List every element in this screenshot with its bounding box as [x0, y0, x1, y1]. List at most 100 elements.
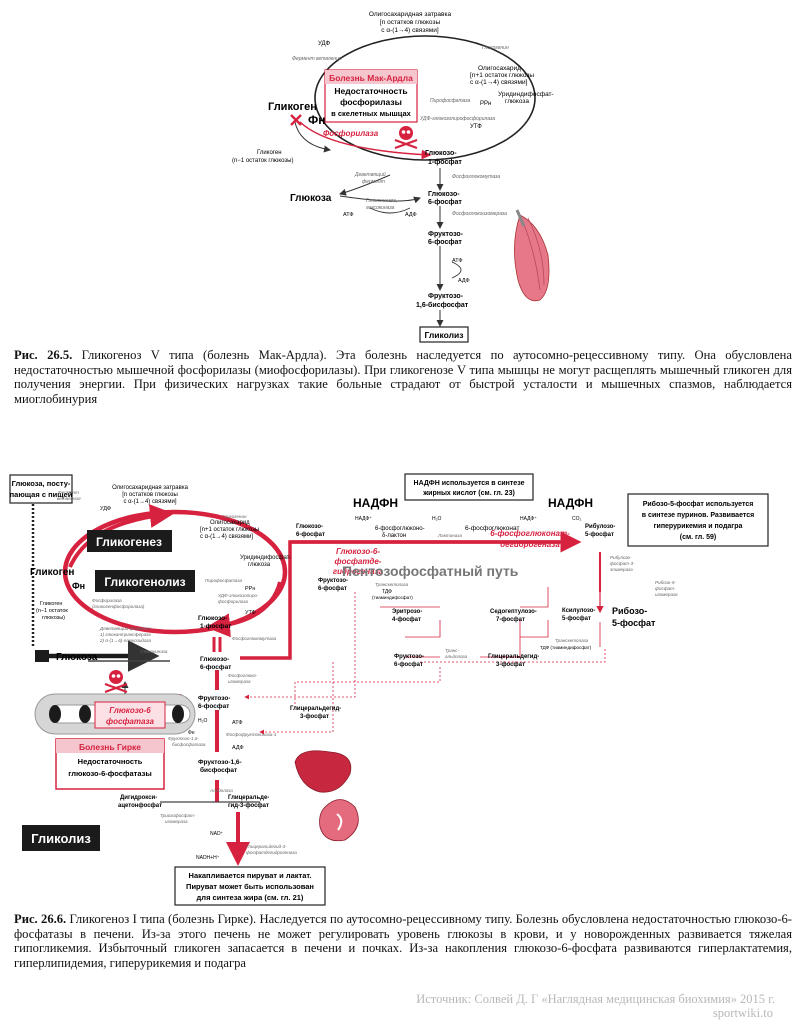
- svg-text:Ксилулозо-: Ксилулозо-: [562, 608, 595, 614]
- svg-text:дегидрогеназа: дегидрогеназа: [500, 540, 560, 549]
- svg-text:УДФ-глюкозопирофосфорилаза: УДФ-глюкозопирофосфорилаза: [420, 116, 495, 122]
- svg-text:жирных кислот (см. гл. 23): жирных кислот (см. гл. 23): [422, 490, 515, 497]
- muscle-illustration: [514, 209, 550, 302]
- svg-text:УДФ: УДФ: [100, 506, 111, 512]
- glycogenolysis-box: [95, 570, 195, 592]
- svg-text:с α-(1→4) связями]: с α-(1→4) связями]: [200, 534, 253, 540]
- svg-text:6-фосфат: 6-фосфат: [428, 239, 462, 246]
- svg-text:Фн: Фн: [72, 581, 85, 591]
- svg-text:Деветвящий: Деветвящий: [354, 171, 386, 178]
- svg-text:Фруктозо-1,6-: Фруктозо-1,6-: [168, 736, 199, 741]
- svg-text:НАДФ⁺: НАДФ⁺: [355, 516, 372, 522]
- svg-text:фосфат-3-: фосфат-3-: [610, 561, 635, 566]
- svg-text:глюкоза: глюкоза: [248, 562, 271, 568]
- svg-text:Глицеральдегид-3-: Глицеральдегид-3-: [246, 844, 287, 849]
- svg-text:PPн: PPн: [245, 586, 255, 592]
- svg-text:Рибозо-5-: Рибозо-5-: [655, 580, 676, 585]
- svg-text:(см. гл. 59): (см. гл. 59): [680, 534, 717, 541]
- svg-text:НАДФ⁺: НАДФ⁺: [520, 516, 537, 522]
- svg-text:Глюкозо-: Глюкозо-: [200, 656, 229, 663]
- svg-text:ветвления: ветвления: [57, 496, 81, 501]
- svg-text:изомераза: изомераза: [655, 592, 678, 597]
- svg-text:Пирофосфатаза: Пирофосфатаза: [205, 578, 242, 583]
- svg-text:Фруктозо-1,6-: Фруктозо-1,6-: [198, 759, 242, 766]
- svg-text:АДФ: АДФ: [232, 745, 244, 751]
- svg-text:Фосфоглюкомутаза: Фосфоглюкомутаза: [452, 174, 500, 180]
- svg-text:бисфосфатаза: бисфосфатаза: [172, 742, 206, 747]
- svg-text:5-фосфат: 5-фосфат: [612, 618, 656, 628]
- svg-text:Фосфорилаза: Фосфорилаза: [92, 598, 122, 603]
- svg-text:Рибозо-5-фосфат используется: Рибозо-5-фосфат используется: [643, 500, 754, 508]
- svg-text:Уридиндифосфат-: Уридиндифосфат-: [498, 91, 554, 98]
- svg-text:6-фосфат: 6-фосфат: [296, 531, 325, 538]
- svg-text:4-фосфат: 4-фосфат: [392, 616, 421, 623]
- svg-text:Транскетолаза: Транскетолаза: [555, 638, 589, 643]
- oligo-primer: Олигосахаридная затравка: [369, 11, 452, 18]
- svg-text:Фруктозо-: Фруктозо-: [428, 293, 464, 300]
- svg-text:(тиаминдифосфат): (тиаминдифосфат): [372, 595, 413, 600]
- svg-text:с α-(1→4) связями]: с α-(1→4) связями]: [124, 499, 177, 505]
- svg-text:пающая с пищей: пающая с пищей: [10, 490, 73, 499]
- svg-text:Недостаточность: Недостаточность: [78, 757, 143, 766]
- svg-text:фосфатаза: фосфатаза: [106, 717, 154, 726]
- svg-text:2) α-(1→6)-глюкозидаза: 2) α-(1→6)-глюкозидаза: [99, 638, 152, 643]
- svg-text:H₂O: H₂O: [432, 516, 442, 522]
- svg-text:фермент: фермент: [362, 179, 385, 185]
- skull-icon: [394, 126, 418, 149]
- svg-text:Фосфоглюкомутаза: Фосфоглюкомутаза: [232, 636, 277, 641]
- svg-text:НАДФН используется в синтезе: НАДФН используется в синтезе: [414, 480, 525, 487]
- gierke-title: Болезнь Гирке: [79, 742, 141, 752]
- svg-text:[n+1 остаток глюкозы: [n+1 остаток глюкозы: [200, 527, 259, 533]
- svg-text:АДФ: АДФ: [405, 212, 417, 218]
- svg-text:6-фосфат: 6-фосфат: [428, 199, 462, 206]
- svg-text:H₂O: H₂O: [198, 718, 208, 724]
- svg-text:Глицеральде-: Глицеральде-: [228, 795, 269, 801]
- svg-text:[n остатков глюкозы: [n остатков глюкозы: [122, 492, 178, 498]
- svg-text:фосфорилаза: фосфорилаза: [218, 599, 248, 604]
- figure-26-6: Глюкоза, посту- пающая с пищей Олигосаха…: [9, 473, 769, 906]
- svg-text:(n−1 остаток: (n−1 остаток: [36, 608, 68, 614]
- svg-text:6-фосфат: 6-фосфат: [318, 585, 347, 592]
- svg-text:5-фосфат: 5-фосфат: [585, 531, 614, 538]
- svg-text:Глицеральдегид-: Глицеральдегид-: [290, 706, 341, 712]
- svg-text:Гликоген: Гликоген: [257, 150, 282, 156]
- glycogenin-label: Гликогенин: [482, 45, 509, 51]
- svg-text:Уридиндифосфат-: Уридиндифосфат-: [240, 555, 291, 561]
- svg-text:Рибулозо-: Рибулозо-: [585, 523, 615, 530]
- liver-illustration: [294, 750, 352, 793]
- svg-text:АДФ: АДФ: [458, 278, 470, 284]
- svg-text:Гликоген: Гликоген: [40, 601, 62, 607]
- svg-text:ТДФ (тиаминдифосфат): ТДФ (тиаминдифосфат): [540, 645, 592, 650]
- svg-text:АТФ: АТФ: [343, 212, 354, 218]
- source-attribution: Источник: Солвей Д. Г «Наглядная медицин…: [416, 992, 775, 1006]
- phosphorylase-label: Фосфорилаза: [323, 129, 379, 138]
- svg-text:УДФ-глюкозопиро-: УДФ-глюкозопиро-: [218, 593, 259, 598]
- glycolysis-label-2: Гликолиз: [31, 831, 91, 846]
- ribose-box: [627, 493, 769, 547]
- svg-text:6-фосфоглюконат-: 6-фосфоглюконат-: [490, 529, 570, 538]
- glucose-label: Глюкоза: [290, 193, 332, 204]
- svg-text:фосфатде-: фосфатде-: [335, 557, 382, 566]
- svg-text:с α-(1→4) связями]: с α-(1→4) связями]: [381, 27, 439, 34]
- svg-text:Триозофосфат-: Триозофосфат-: [160, 813, 196, 818]
- svg-text:АТФ: АТФ: [232, 720, 243, 726]
- svg-text:УТФ: УТФ: [470, 124, 482, 130]
- svg-text:альдолаза: альдолаза: [445, 654, 468, 659]
- svg-text:УДФ: УДФ: [318, 41, 330, 47]
- result-box: [174, 866, 326, 906]
- svg-text:гид-3-фосфат: гид-3-фосфат: [228, 802, 269, 809]
- svg-text:Транскетолаза: Транскетолаза: [375, 582, 409, 587]
- svg-text:Рибулозо-: Рибулозо-: [610, 555, 632, 560]
- svg-text:глюкозы): глюкозы): [42, 615, 65, 621]
- svg-text:Седогептулозо-: Седогептулозо-: [490, 609, 537, 615]
- svg-text:NADH+H⁺: NADH+H⁺: [196, 855, 220, 861]
- svg-text:глюкоза: глюкоза: [505, 98, 529, 105]
- svg-text:3-фосфат: 3-фосфат: [300, 713, 329, 720]
- mcardle-title: Болезнь Мак-Ардла: [329, 73, 413, 83]
- svg-text:Альдолаза: Альдолаза: [209, 788, 233, 793]
- svg-text:фосфатдегидрогеназа: фосфатдегидрогеназа: [246, 850, 297, 855]
- caption-26-6: Рис. 26.6. Гликогеноз I типа (болезнь Ги…: [14, 912, 793, 970]
- svg-text:Транс-: Транс-: [445, 648, 460, 653]
- svg-text:1) глюкантрансфераза: 1) глюкантрансфераза: [100, 632, 151, 637]
- g6pase-label: Глюкозо-6: [109, 706, 151, 715]
